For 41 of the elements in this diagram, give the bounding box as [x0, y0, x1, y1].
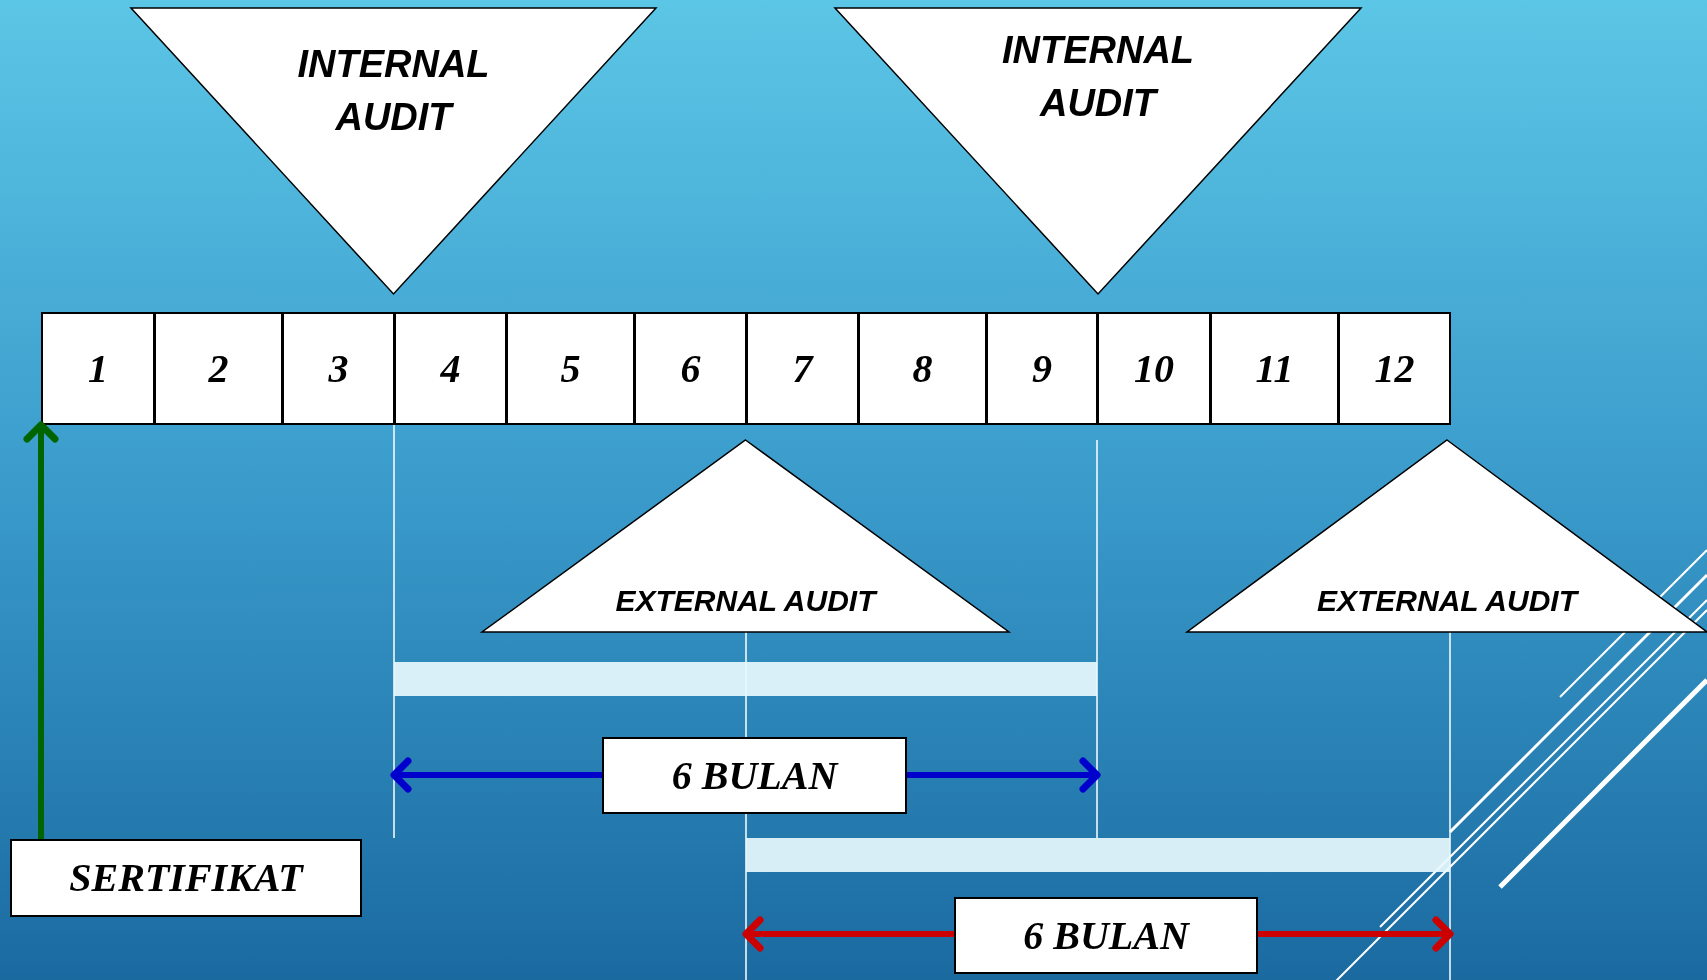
month-cell	[154, 312, 283, 425]
month-number: 9	[1031, 346, 1053, 391]
month-cell	[282, 312, 395, 425]
audit-label: EXTERNAL AUDIT	[614, 583, 879, 619]
month-cell	[1097, 312, 1211, 425]
arrow	[1258, 916, 1454, 952]
month-cell	[746, 312, 859, 425]
month-cell	[634, 312, 747, 425]
month-number: 11	[1254, 346, 1295, 391]
month-number: 4	[439, 346, 462, 391]
month-cell	[41, 312, 155, 425]
label-box	[10, 839, 362, 917]
month-cell	[1338, 312, 1451, 425]
box-label: 6 BULAN	[670, 753, 840, 798]
month-number: 8	[911, 346, 934, 391]
month-number: 12	[1373, 346, 1416, 391]
month-cell	[858, 312, 987, 425]
arrow	[23, 421, 59, 839]
period-bar	[746, 838, 1450, 872]
month-number: 2	[207, 346, 230, 391]
period-bar	[394, 662, 1097, 696]
month-number: 10	[1133, 346, 1175, 391]
month-number: 6	[679, 346, 702, 391]
audit-label: INTERNAL AUDIT	[296, 42, 491, 141]
month-number: 7	[791, 346, 815, 391]
month-cell	[394, 312, 507, 425]
label-box	[954, 897, 1258, 974]
month-cell	[506, 312, 635, 425]
box-label: 6 BULAN	[1022, 913, 1191, 958]
label-box	[602, 737, 907, 814]
month-cell	[986, 312, 1098, 425]
arrow	[390, 757, 602, 793]
month-number: 1	[87, 346, 109, 391]
month-number: 5	[559, 346, 582, 391]
arrow	[907, 757, 1101, 793]
month-number: 3	[327, 346, 350, 391]
box-label: SERTIFIKAT	[68, 856, 305, 900]
arrow	[742, 916, 954, 952]
month-cell	[1210, 312, 1339, 425]
audit-label: EXTERNAL AUDIT	[1316, 583, 1580, 619]
audit-label: INTERNAL AUDIT	[1000, 28, 1196, 127]
